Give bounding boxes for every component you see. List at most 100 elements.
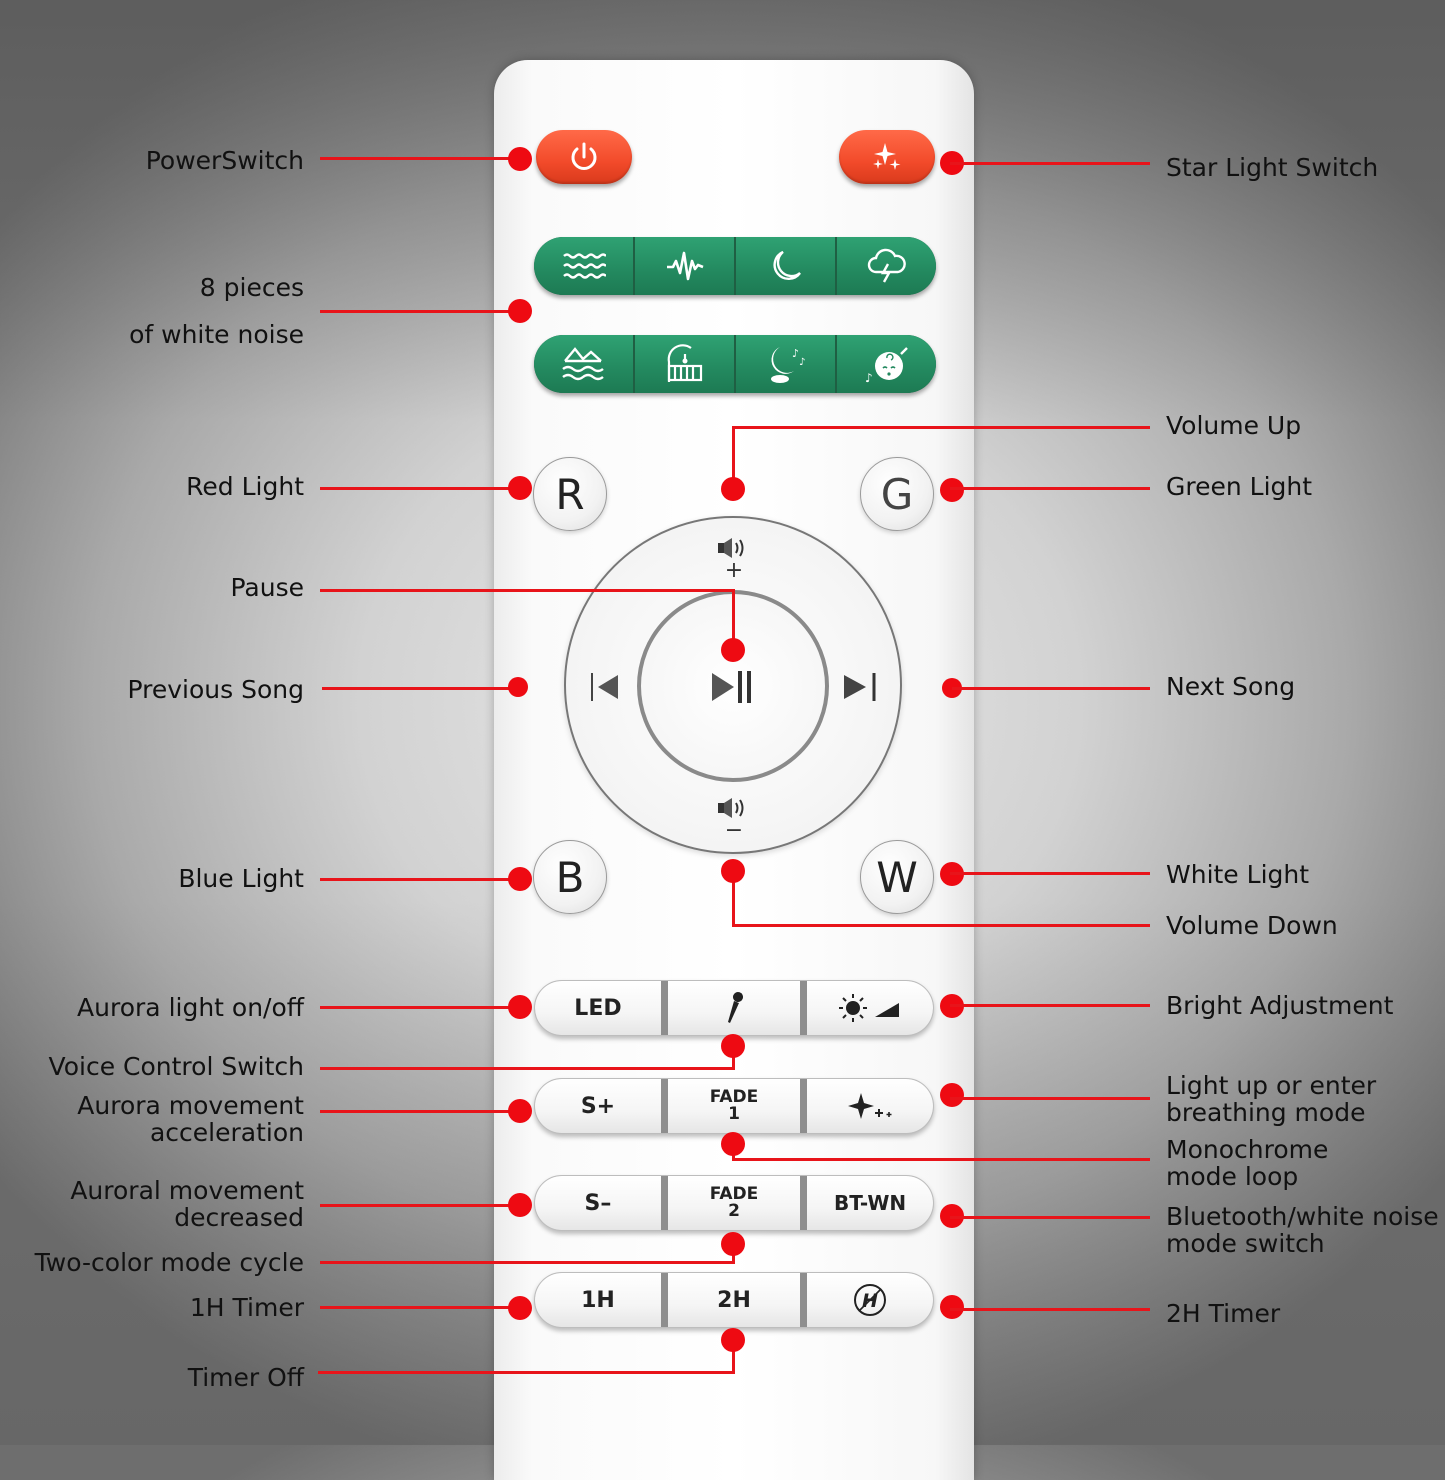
label-bright-adjust: Bright Adjustment (1166, 991, 1394, 1020)
callout-line-blue-light (320, 878, 520, 881)
callout-line-monochrome (732, 1158, 1150, 1161)
play-pause-icon (712, 671, 751, 703)
callout-line-breathing (950, 1097, 1150, 1100)
callout-line-volume-down-vertical (732, 872, 735, 926)
white-noise-button-8[interactable]: ♪ (837, 335, 936, 393)
label-pause: Pause (230, 573, 304, 602)
bt-wn-button[interactable]: BT-WN (807, 1176, 933, 1230)
callout-line-power (320, 157, 520, 160)
white-noise-button-3[interactable] (736, 237, 835, 295)
timer-1h-button[interactable]: 1H (535, 1273, 661, 1327)
callout-line-volume-down (732, 924, 1150, 927)
callout-dot-aurora-onoff (508, 995, 532, 1019)
callout-line-timer-2h (950, 1308, 1150, 1311)
callout-line-next-song (952, 687, 1150, 690)
fade2-button[interactable]: FADE 2 (660, 1176, 808, 1230)
crescent-moon-icon (772, 250, 801, 280)
blue-light-label: B (555, 852, 585, 902)
label-timer-1h: 1H Timer (189, 1293, 304, 1322)
white-noise-button-5[interactable] (534, 335, 633, 393)
callout-dot-green-light (940, 478, 964, 502)
callout-dot-pause (721, 638, 745, 662)
label-previous-song: Previous Song (127, 675, 304, 704)
callout-dot-previous-song (508, 677, 528, 697)
timer-2h-button[interactable]: 2H (660, 1273, 808, 1327)
callout-line-aurora-accel (320, 1110, 520, 1113)
speed-up-button[interactable]: S+ (535, 1079, 661, 1133)
callout-line-timer-off (318, 1371, 734, 1374)
red-light-button[interactable]: R (533, 457, 607, 531)
breathing-mode-button[interactable] (807, 1079, 933, 1133)
label-aurora-onoff: Aurora light on/off (77, 993, 304, 1022)
timer-1h-label: 1H (581, 1287, 615, 1313)
callout-dot-breathing (940, 1083, 964, 1107)
callout-line-pause (320, 589, 734, 592)
next-track-icon (844, 673, 876, 701)
blue-light-button[interactable]: B (533, 840, 607, 914)
white-noise-button-2[interactable] (635, 237, 734, 295)
callout-dot-white-noise (508, 299, 532, 323)
label-breathing: Light up or enter breathing mode (1166, 1071, 1377, 1127)
callout-dot-timer-2h (940, 1295, 964, 1319)
label-bt-wn: Bluetooth/white noise mode switch (1166, 1202, 1439, 1258)
brightness-button[interactable] (807, 981, 933, 1035)
callout-dot-red-light (508, 476, 532, 500)
star-light-button[interactable] (839, 130, 935, 184)
callout-line-bt-wn (950, 1216, 1150, 1219)
label-white-noise: 8 pieces of white noise (129, 273, 304, 349)
callout-line-timer-off-vertical (732, 1340, 735, 1374)
mountain-waves-icon (561, 347, 604, 381)
white-noise-button-1[interactable] (534, 237, 633, 295)
play-pause-glyph (710, 667, 758, 707)
callout-dot-power (508, 147, 532, 171)
speaker-volume-icon (718, 538, 744, 558)
play-pause-button[interactable] (637, 590, 829, 782)
previous-song-button[interactable] (588, 667, 628, 707)
brightness-icon (839, 994, 900, 1022)
label-voice-control: Voice Control Switch (48, 1052, 304, 1081)
label-timer-off: Timer Off (187, 1363, 304, 1392)
white-noise-row-2: ♪ ♪ ♪ (534, 335, 936, 393)
label-monochrome: Monochrome mode loop (1166, 1135, 1329, 1191)
led-button[interactable]: LED (535, 981, 661, 1035)
power-button[interactable] (536, 130, 632, 184)
callout-dot-aurora-decrease (508, 1193, 532, 1217)
volume-up-sign: + (724, 558, 744, 583)
voice-control-button[interactable] (660, 981, 808, 1035)
microphone-icon (728, 992, 743, 1023)
white-noise-button-4[interactable] (837, 237, 936, 295)
bt-wn-label: BT-WN (833, 1191, 907, 1215)
callout-dot-volume-down (721, 859, 745, 883)
green-light-label: G (880, 469, 914, 519)
label-aurora-decrease: Auroral movement decreased (70, 1176, 304, 1232)
heartbeat-pulse-icon (666, 251, 703, 281)
callout-line-voice-control-vertical (732, 1046, 735, 1070)
label-aurora-accel: Aurora movement acceleration (77, 1091, 304, 1147)
speed-down-button[interactable]: S– (535, 1176, 661, 1230)
callout-line-volume-up-vertical (732, 426, 735, 486)
green-light-button[interactable]: G (860, 457, 934, 531)
callout-line-aurora-decrease (320, 1204, 520, 1207)
callout-line-red-light (320, 487, 520, 490)
crib-mobile-icon (667, 344, 702, 382)
label-green-light: Green Light (1166, 472, 1313, 501)
callout-dot-volume-up (721, 477, 745, 501)
volume-down-button[interactable] (716, 796, 752, 820)
timer-off-button[interactable]: H (807, 1273, 933, 1327)
label-timer-2h: 2H Timer (1166, 1299, 1281, 1328)
white-noise-button-6[interactable] (635, 335, 734, 393)
white-light-button[interactable]: W (860, 840, 934, 914)
fade1-button[interactable]: FADE 1 (660, 1079, 808, 1133)
fade1-label: FADE (709, 1087, 759, 1107)
button-row-1: LED (534, 980, 934, 1036)
button-row-3: S– FADE 2 BT-WN (534, 1175, 934, 1231)
callout-dot-voice-control (721, 1034, 745, 1058)
white-noise-button-7[interactable]: ♪ ♪ (736, 335, 835, 393)
callout-dot-timer-off (721, 1328, 745, 1352)
callout-line-pause-vertical (732, 589, 735, 649)
thunderstorm-cloud-icon (867, 248, 906, 283)
label-next-song: Next Song (1166, 672, 1296, 701)
next-song-button[interactable] (840, 667, 880, 707)
volume-up-button[interactable] (716, 536, 752, 560)
callout-line-volume-up (734, 426, 1150, 429)
